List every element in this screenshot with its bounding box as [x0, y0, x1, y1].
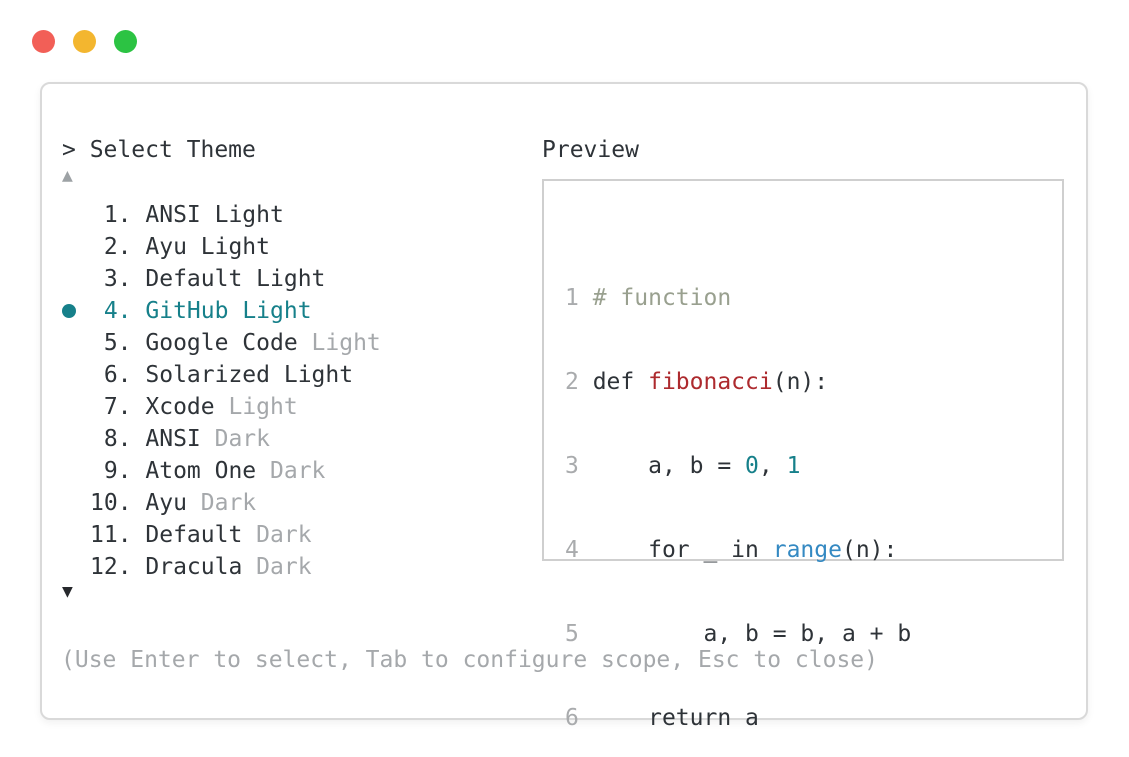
code-line-6: 6 return a: [565, 705, 759, 731]
preview-panel: 1 # function 2 def fibonacci(n): 3 a, b …: [542, 179, 1064, 731]
selection-dot-icon: [62, 432, 90, 446]
selection-dot-icon: [62, 496, 90, 510]
selection-dot-icon: [62, 464, 90, 478]
traffic-lights: [32, 30, 137, 53]
code-line-4: 4 for _ in range(n):: [565, 537, 898, 563]
code-line-3: 3 a, b = 0, 1: [565, 453, 801, 479]
selection-dot-icon: [62, 528, 90, 542]
picker-title: Select Theme: [89, 137, 256, 163]
selection-dot-icon: [62, 240, 90, 254]
selection-dot-icon: [62, 208, 90, 222]
selection-dot-icon: [62, 304, 90, 318]
scroll-up-icon[interactable]: ▲: [62, 165, 73, 186]
maximize-button[interactable]: [114, 30, 137, 53]
code-preview: 1 # function 2 def fibonacci(n): 3 a, b …: [565, 230, 959, 757]
selection-dot-icon: [62, 272, 90, 286]
code-line-1: 1 # function: [565, 285, 732, 311]
code-line-5: 5 a, b = b, a + b: [565, 621, 912, 647]
selection-dot-icon: [62, 400, 90, 414]
selection-dot-icon: [62, 336, 90, 350]
select-theme-prompt: > Select Theme: [62, 134, 256, 166]
prompt-chevron-icon: >: [62, 137, 90, 163]
close-button[interactable]: [32, 30, 55, 53]
code-line-2: 2 def fibonacci(n):: [565, 369, 829, 395]
selection-dot-icon: [62, 560, 90, 574]
selection-dot-icon: [62, 368, 90, 382]
minimize-button[interactable]: [73, 30, 96, 53]
scroll-down-icon[interactable]: ▼: [62, 581, 73, 602]
preview-title: Preview: [542, 137, 639, 163]
keyboard-hint: (Use Enter to select, Tab to configure s…: [61, 647, 878, 673]
